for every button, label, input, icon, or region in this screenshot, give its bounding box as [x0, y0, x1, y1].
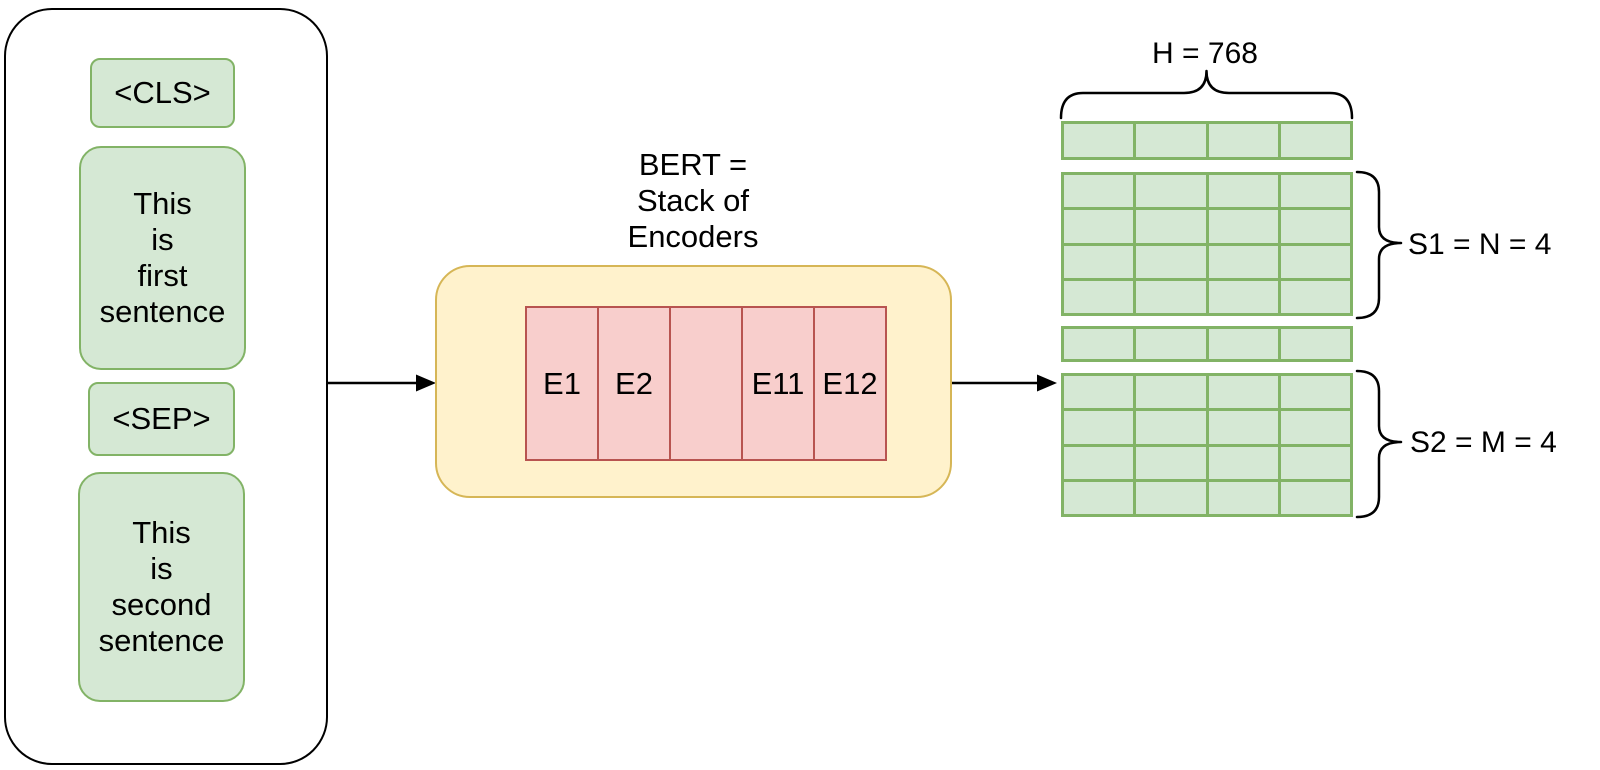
matrix-cell — [1136, 329, 1206, 359]
matrix-cell — [1280, 481, 1350, 514]
matrix-cell — [1136, 280, 1206, 313]
token-sep: <SEP> — [88, 382, 235, 456]
token-sep-label: <SEP> — [112, 401, 211, 436]
matrix-cell — [1280, 446, 1350, 479]
matrix-cell — [1064, 411, 1134, 444]
sentence1-line: This — [133, 186, 192, 221]
encoder-label: E11 — [751, 365, 805, 401]
arrow-bert-to-output-icon — [952, 374, 1057, 392]
sep-vector-row — [1061, 326, 1353, 362]
matrix-cell — [1280, 245, 1350, 278]
arrow-input-to-bert-icon — [328, 374, 436, 392]
sentence1-line: first — [137, 258, 188, 293]
matrix-cell — [1064, 210, 1134, 243]
matrix-cell — [1280, 280, 1350, 313]
bert-title: BERT = Stack of Encoders — [543, 147, 843, 255]
matrix-cell — [1136, 175, 1206, 208]
matrix-cell — [1136, 210, 1206, 243]
encoder-box-e12: E12 — [813, 306, 887, 461]
matrix-cell — [1064, 280, 1134, 313]
s1-brace-icon — [1355, 170, 1403, 320]
matrix-cell — [1136, 411, 1206, 444]
hidden-size-label: H = 768 — [1152, 37, 1258, 70]
bert-title-line: Stack of — [637, 183, 749, 218]
s2-brace-icon — [1355, 369, 1403, 519]
matrix-cell — [1280, 175, 1350, 208]
token-sentence1: This is first sentence — [79, 146, 246, 370]
cls-vector-row — [1061, 121, 1353, 160]
matrix-cell — [1208, 124, 1278, 157]
sentence1-line: sentence — [99, 294, 226, 329]
s2-size-label: S2 = M = 4 — [1410, 426, 1557, 459]
matrix-cell — [1136, 124, 1206, 157]
matrix-cell — [1208, 411, 1278, 444]
encoder-box-e1: E1 — [525, 306, 599, 461]
bert-title-line: BERT = — [638, 147, 748, 182]
token-cls-label: <CLS> — [114, 75, 211, 110]
matrix-cell — [1208, 376, 1278, 409]
sentence1-line: is — [151, 222, 174, 257]
matrix-cell — [1208, 175, 1278, 208]
matrix-cell — [1280, 210, 1350, 243]
matrix-cell — [1136, 245, 1206, 278]
matrix-cell — [1136, 446, 1206, 479]
sentence2-line: is — [150, 551, 173, 586]
matrix-cell — [1208, 446, 1278, 479]
bert-title-line: Encoders — [627, 219, 759, 254]
matrix-cell — [1208, 481, 1278, 514]
matrix-cell — [1064, 329, 1134, 359]
matrix-cell — [1136, 376, 1206, 409]
s2-matrix — [1061, 373, 1353, 517]
matrix-cell — [1280, 376, 1350, 409]
token-sentence2: This is second sentence — [78, 472, 245, 702]
matrix-cell — [1280, 124, 1350, 157]
s1-size-label: S1 = N = 4 — [1408, 228, 1552, 261]
matrix-cell — [1064, 124, 1134, 157]
matrix-cell — [1064, 376, 1134, 409]
sentence2-line: second — [111, 587, 212, 622]
s1-matrix — [1061, 172, 1353, 316]
token-cls: <CLS> — [90, 58, 235, 128]
encoder-box-e2: E2 — [597, 306, 671, 461]
matrix-cell — [1280, 329, 1350, 359]
encoder-label: E12 — [822, 365, 878, 401]
matrix-cell — [1136, 481, 1206, 514]
matrix-cell — [1208, 245, 1278, 278]
matrix-cell — [1280, 411, 1350, 444]
h-brace-icon — [1059, 69, 1354, 120]
matrix-cell — [1208, 329, 1278, 359]
encoder-stack: E1 E2 E11 E12 — [525, 306, 887, 461]
encoder-label: E2 — [615, 365, 653, 401]
encoder-box-e11: E11 — [741, 306, 815, 461]
sentence2-line: sentence — [98, 623, 225, 658]
matrix-cell — [1208, 210, 1278, 243]
matrix-cell — [1064, 245, 1134, 278]
sentence2-line: This — [132, 515, 191, 550]
matrix-cell — [1064, 446, 1134, 479]
matrix-cell — [1064, 175, 1134, 208]
matrix-cell — [1208, 280, 1278, 313]
encoder-box-hidden — [669, 306, 743, 461]
matrix-cell — [1064, 481, 1134, 514]
encoder-label: E1 — [543, 365, 581, 401]
